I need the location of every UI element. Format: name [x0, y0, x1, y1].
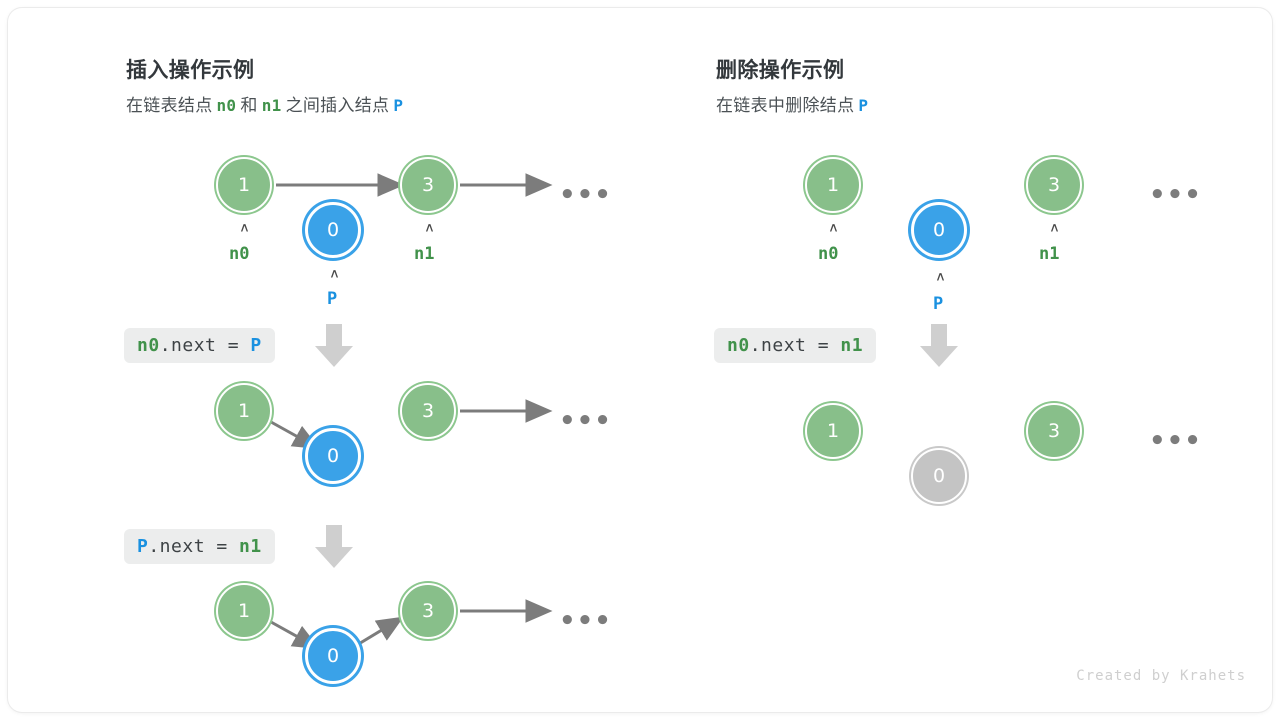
node-value: 3 — [421, 400, 435, 422]
delete-step1-node-n0: 1 — [805, 157, 861, 213]
node-value: 0 — [326, 445, 340, 467]
code-suffix: n1 — [239, 536, 262, 557]
insert-step2-node-n1: 3 — [400, 383, 456, 439]
code-prefix: n0 — [137, 335, 160, 356]
delete-step2-node-n0: 1 — [805, 403, 861, 459]
delete-step1-node-p: 0 — [911, 202, 967, 258]
insert-step2-down-arrow — [315, 324, 353, 367]
delete-step1-pointer-p: P — [933, 294, 944, 314]
insert-step2-ellipsis: ••• — [559, 406, 612, 436]
node-value: 3 — [1047, 420, 1061, 442]
insert-step1-caret-n0: ∧ — [239, 219, 250, 235]
insert-step1-pointer-p: P — [327, 289, 338, 309]
code-middle: .next = — [749, 335, 841, 356]
delete-step2-node-p-removed: 0 — [911, 448, 967, 504]
delete-step2-node-n1: 3 — [1026, 403, 1082, 459]
insert-step3-node-n0: 1 — [216, 583, 272, 639]
node-value: 3 — [421, 174, 435, 196]
code-middle: .next = — [148, 536, 240, 557]
subtitle-ref-n1: n1 — [261, 96, 282, 115]
code-suffix: n1 — [840, 335, 864, 356]
delete-step1-caret-p: ∧ — [935, 268, 946, 284]
panel-insert-title: 插入操作示例 — [126, 59, 255, 82]
subtitle-text-2: 和 — [240, 96, 258, 115]
node-value: 0 — [932, 219, 946, 241]
node-value: 3 — [1047, 174, 1061, 196]
insert-step3-code-chip: P.next = n1 — [124, 529, 275, 564]
code-prefix: P — [137, 536, 149, 557]
insert-step1-pointer-n1: n1 — [414, 244, 435, 264]
subtitle-ref-p: P — [393, 96, 404, 115]
delete-step2-code-chip: n0.next = n1 — [714, 328, 877, 363]
node-value: 1 — [826, 174, 840, 196]
insert-step3-ellipsis: ••• — [559, 606, 612, 636]
insert-step1-node-n0: 1 — [216, 157, 272, 213]
insert-step1-node-p: 0 — [305, 202, 361, 258]
code-middle: .next = — [159, 335, 251, 356]
delete-step1-caret-n0: ∧ — [828, 219, 839, 235]
delete-step2-ellipsis: ••• — [1149, 426, 1202, 456]
delete-step1-ellipsis: ••• — [1149, 180, 1202, 210]
subtitle-text-3: 之间插入结点 — [285, 96, 390, 115]
subtitle-text-1: 在链表中删除结点 — [716, 96, 855, 115]
insert-step1-pointer-n0: n0 — [229, 244, 250, 264]
subtitle-text-1: 在链表结点 — [126, 96, 213, 115]
delete-step1-node-n1: 3 — [1026, 157, 1082, 213]
code-suffix: P — [250, 335, 262, 356]
node-value: 3 — [421, 600, 435, 622]
delete-step1-caret-n1: ∧ — [1049, 219, 1060, 235]
insert-step3-node-n1: 3 — [400, 583, 456, 639]
delete-step1-pointer-n0: n0 — [818, 244, 839, 264]
insert-step2-node-n0: 1 — [216, 383, 272, 439]
insert-step3-node-p: 0 — [305, 628, 361, 684]
code-prefix: n0 — [727, 335, 750, 356]
node-value: 0 — [326, 645, 340, 667]
node-value: 1 — [237, 400, 251, 422]
insert-step1-node-n1: 3 — [400, 157, 456, 213]
panel-delete-title: 删除操作示例 — [716, 59, 845, 82]
subtitle-ref-p: P — [858, 96, 869, 115]
node-value: 0 — [326, 219, 340, 241]
node-value: 0 — [932, 465, 946, 487]
delete-step1-pointer-n1: n1 — [1039, 244, 1060, 264]
insert-step3-down-arrow — [315, 525, 353, 568]
subtitle-ref-n0: n0 — [216, 96, 237, 115]
credit-attribution: Created by Krahets — [1076, 668, 1246, 684]
insert-step1-caret-n1: ∧ — [424, 219, 435, 235]
insert-step1-ellipsis: ••• — [559, 180, 612, 210]
node-value: 1 — [826, 420, 840, 442]
insert-step1-caret-p: ∧ — [329, 265, 340, 281]
node-value: 1 — [237, 600, 251, 622]
insert-step2-code-chip: n0.next = P — [124, 328, 275, 363]
node-value: 1 — [237, 174, 251, 196]
insert-step2-node-p: 0 — [305, 428, 361, 484]
delete-step2-down-arrow — [920, 324, 958, 367]
